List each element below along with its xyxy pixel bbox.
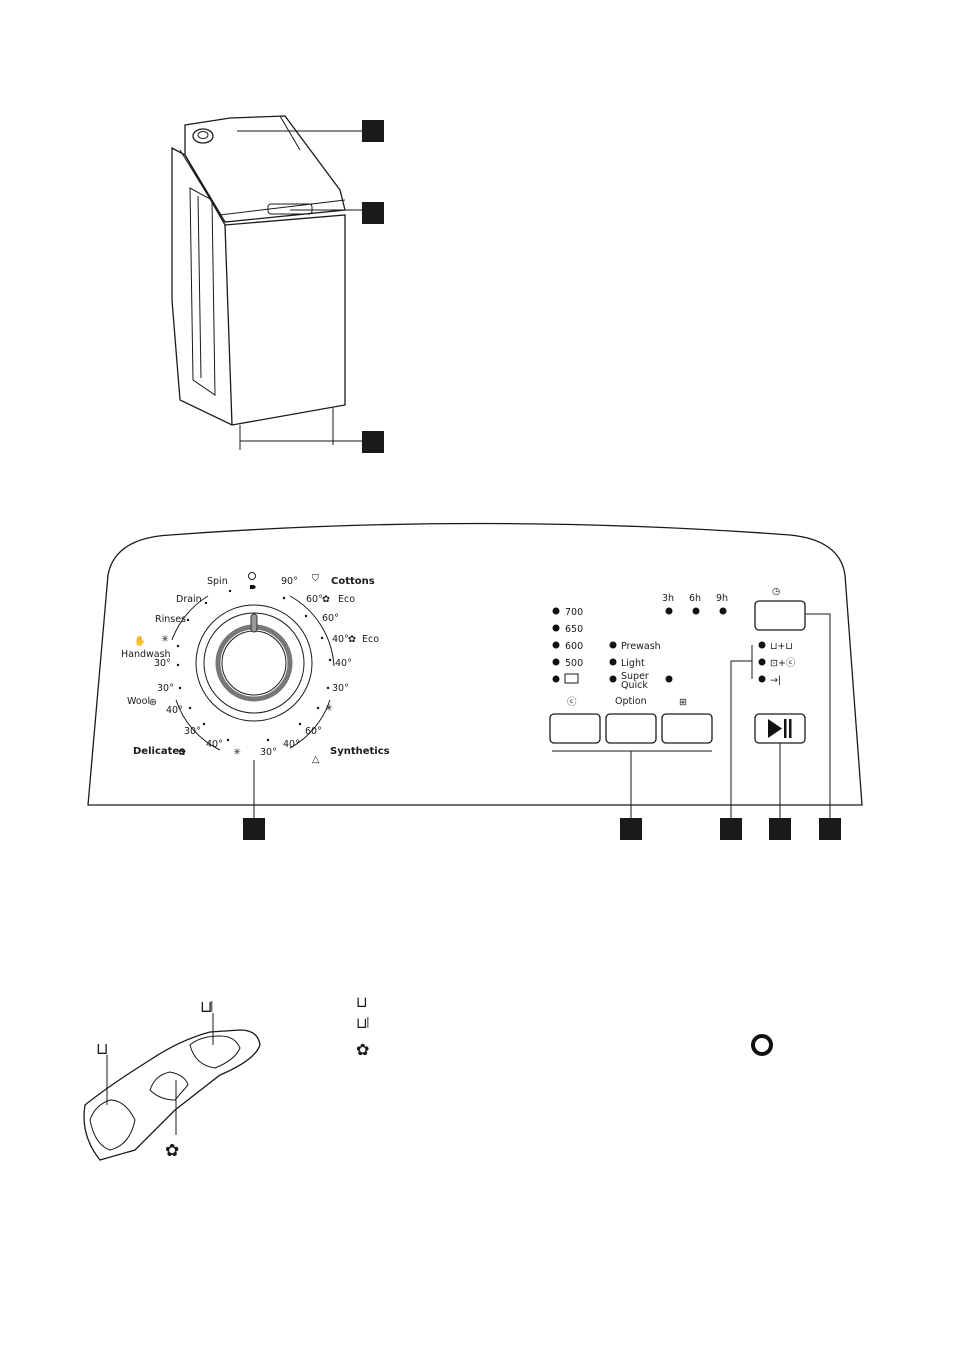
cottons-icon: ⛉ [312, 573, 320, 584]
softener-legend-icon: ✿ [356, 1040, 369, 1059]
delay-button[interactable] [662, 714, 712, 743]
wool-icon: ⊛ [149, 697, 157, 708]
label-synthetics: Synthetics [330, 746, 390, 757]
callout-marker [620, 818, 642, 840]
handwash-icon: ✋ [134, 635, 146, 647]
label-synthetics-60: 60° [305, 726, 322, 737]
label-wool-temp-b: 40° [166, 705, 183, 716]
label-wool: Wool [127, 696, 150, 707]
dial-pointer [251, 614, 257, 632]
dial-labels: Spin Drain Rinses ✳ ✋ Handwash 30° 30° W… [121, 573, 390, 765]
label-cottons-60: 60° [322, 613, 339, 624]
softener-compartment-icon: ✿ [165, 1141, 179, 1161]
off-position-icon [249, 573, 256, 580]
cold-star-icon: ✳ [233, 747, 241, 758]
spin-icon: ⓒ [567, 697, 577, 708]
delay-9h: 9h [716, 593, 728, 604]
washing-phase-icon: ⊔+⊔ [770, 641, 793, 652]
label-rinses: Rinses [155, 614, 186, 625]
delay-3h: 3h [662, 593, 674, 604]
detergent-dispenser-illustration: ⊔ ⊔ | ✿ [84, 997, 260, 1161]
option-prewash: Prewash [621, 641, 661, 652]
spin-speed-700: 700 [565, 607, 583, 618]
option-button-label: Option [615, 696, 647, 707]
label-cottons-90: 90° [281, 576, 298, 587]
spin-speed-indicators: 700 650 600 500 [553, 607, 584, 683]
washing-machine-illustration [172, 116, 384, 453]
label-wool-temp-a: 30° [157, 683, 174, 694]
callout-marker [362, 120, 384, 142]
label-synthetics-40: 40° [283, 739, 300, 750]
option-indicators: Prewash Light Super Quick [610, 641, 673, 691]
label-cottons-40: 40° [335, 658, 352, 669]
option-light: Light [621, 658, 645, 669]
label-spin: Spin [207, 576, 228, 587]
synthetics-icon: △ [312, 754, 320, 765]
label-delicates-temp-30: 30° [184, 726, 201, 737]
end-phase-icon: →| [770, 675, 781, 686]
callout-marker [819, 818, 841, 840]
control-panel: Spin Drain Rinses ✳ ✋ Handwash 30° 30° W… [88, 524, 862, 841]
callout-marker [243, 818, 265, 840]
rinse-spin-phase-icon: ⊡+ⓒ [770, 658, 796, 669]
label-handwash-temp: 30° [154, 658, 171, 669]
prewash-legend-icon: ⊔ [356, 993, 368, 1011]
label-drain: Drain [176, 594, 202, 605]
option-button[interactable] [606, 714, 656, 743]
eco-flower-icon: ✿ [322, 594, 330, 605]
label-cold-30: 30° [260, 747, 277, 758]
eco-flower-icon: ✿ [348, 634, 356, 645]
callout-marker [769, 818, 791, 840]
label-eco-b: Eco [338, 594, 355, 605]
extra-rinse-icon: ⊞ [679, 697, 687, 708]
option-quick: Quick [621, 680, 648, 691]
spin-speed-500: 500 [565, 658, 583, 669]
callout-marker [362, 202, 384, 224]
label-synthetics-30: 30° [332, 683, 349, 694]
synthetics-star-icon: ✳ [325, 703, 333, 714]
spin-button[interactable] [550, 714, 600, 743]
indicator-circle-icon [753, 1036, 771, 1054]
delay-indicators: 3h 6h 9h [662, 593, 728, 615]
label-cottons-60-eco: 60° [306, 594, 323, 605]
callout-marker [362, 431, 384, 453]
prewash-compartment-icon: ⊔ [96, 1039, 108, 1058]
svg-text:|: | [210, 999, 214, 1012]
spin-speed-600: 600 [565, 641, 583, 652]
rinse-star-icon: ✳ [161, 634, 169, 645]
delicates-flower-icon: ✿ [178, 747, 186, 758]
spin-speed-650: 650 [565, 624, 583, 635]
label-cottons: Cottons [331, 576, 375, 587]
time-display [755, 601, 805, 630]
delay-6h: 6h [689, 593, 701, 604]
label-cottons-40-eco: 40° [332, 634, 349, 645]
label-delicates-temp-40: 40° [206, 739, 223, 750]
program-dial[interactable] [196, 605, 312, 721]
play-pause-icon [768, 719, 782, 738]
clock-icon: ◷ [772, 586, 781, 597]
label-eco-a: Eco [362, 634, 379, 645]
status-indicators: ⊔+⊔ ⊡+ⓒ →| [759, 641, 796, 686]
svg-text:|: | [366, 1015, 370, 1028]
callout-marker [720, 818, 742, 840]
rinse-hold-icon [565, 674, 578, 683]
dispenser-legend: ⊔ ⊔ | ✿ [356, 993, 771, 1059]
